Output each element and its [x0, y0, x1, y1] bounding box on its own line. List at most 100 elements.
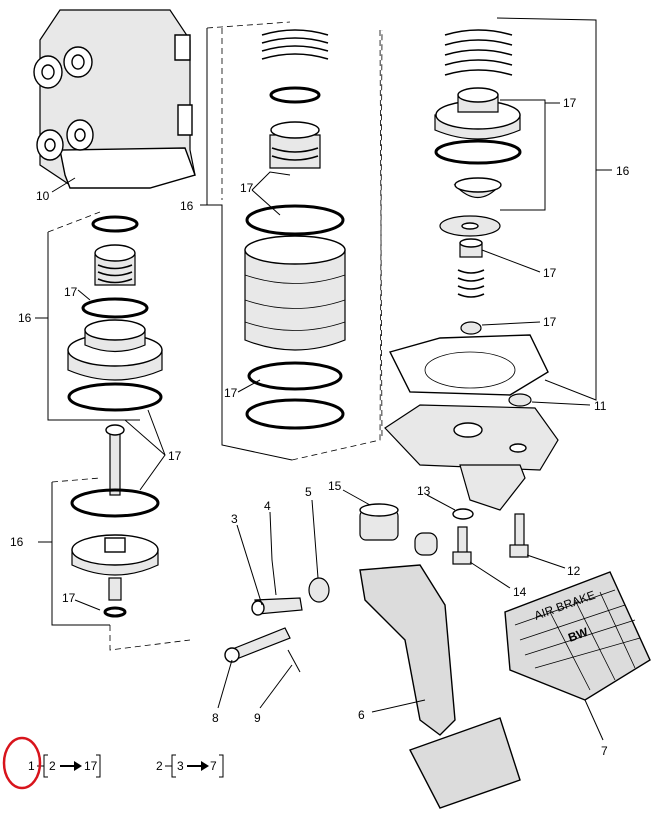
small-cap-top	[459, 238, 483, 248]
pin-3-head	[251, 600, 265, 616]
callout-6: 6	[358, 708, 365, 722]
leader-17	[251, 171, 291, 191]
frame-line	[206, 28, 293, 461]
callout-15: 15	[328, 479, 342, 493]
bolt-12	[514, 513, 525, 550]
group-frames	[35, 17, 612, 651]
frame-line	[496, 17, 597, 401]
mounting-plate-hole	[453, 422, 483, 438]
inner-valve-spring	[271, 147, 319, 161]
legend-from: 3	[177, 759, 184, 773]
cotter-pin-4	[271, 559, 277, 596]
right-piston-hub-top	[457, 87, 499, 103]
leader-17	[251, 189, 281, 216]
roller-15-top	[359, 503, 399, 517]
leader-lines	[51, 99, 604, 741]
pivot-bracket	[459, 464, 526, 511]
legend-parent: 1	[28, 759, 35, 773]
right-stack	[384, 29, 559, 511]
assembly-legend: 1 2 17 2 3 7	[2, 736, 224, 790]
frame-line	[291, 29, 383, 461]
housing-boss	[177, 104, 193, 136]
callout-17: 17	[62, 591, 76, 605]
cotter-pin-9	[287, 649, 301, 673]
legend-bracket	[219, 754, 224, 778]
small-o-ring	[103, 606, 127, 618]
pedal-foot	[409, 717, 521, 809]
piston-grooves	[244, 274, 346, 331]
callout-17: 17	[168, 449, 182, 463]
small-spring	[457, 269, 485, 298]
legend-to: 17	[84, 759, 98, 773]
mounting-plate	[384, 404, 559, 471]
frame-line	[51, 477, 101, 483]
valve-housing-part	[33, 9, 196, 189]
pedal-arm	[359, 564, 456, 736]
leader-5	[311, 499, 319, 579]
washer-hole	[461, 222, 479, 230]
legend-from: 2	[49, 759, 56, 773]
callout-17: 17	[543, 266, 557, 280]
callout-16: 16	[18, 311, 32, 325]
arrow-right-icon	[74, 761, 82, 771]
callout-8: 8	[212, 711, 219, 725]
leader-17	[77, 289, 91, 301]
callout-13: 13	[417, 484, 431, 498]
frame-line	[109, 625, 191, 651]
callout-17: 17	[563, 96, 577, 110]
housing-port-bore	[74, 128, 86, 142]
gasket-opening	[424, 351, 516, 389]
callout-7: 7	[601, 744, 608, 758]
leader-6	[371, 699, 426, 713]
callout-3: 3	[231, 512, 238, 526]
o-ring	[245, 398, 345, 430]
legend-entry-1: 1 2 17	[28, 754, 101, 778]
leader-15	[342, 489, 371, 506]
legend-to: 7	[210, 759, 217, 773]
bracket-17	[500, 99, 546, 211]
o-ring	[434, 139, 522, 165]
pedal-pad	[504, 571, 651, 701]
callout-11: 11	[594, 399, 607, 413]
pedal-linkage: AIR BRAKE BW	[224, 503, 651, 809]
mounting-plate-hole	[509, 443, 527, 453]
housing-port-bore	[41, 64, 55, 80]
legend-bracket	[171, 754, 176, 778]
callout-12: 12	[567, 564, 581, 578]
leader-9	[259, 664, 293, 709]
callout-16: 16	[616, 164, 630, 178]
o-ring	[70, 488, 160, 518]
pin-8-head	[224, 647, 240, 663]
legend-bracket	[43, 754, 48, 778]
main-spring	[261, 29, 329, 60]
left-upper-stack	[67, 215, 163, 412]
leader-8	[217, 659, 233, 709]
leader-13	[426, 494, 456, 511]
o-ring	[67, 382, 163, 412]
lower-piston-stem	[108, 577, 122, 601]
left-lower-stack	[70, 424, 160, 618]
callout-17: 17	[240, 181, 254, 195]
main-piston	[244, 249, 346, 351]
o-ring	[247, 361, 343, 391]
o-ring	[81, 297, 149, 319]
o-ring	[245, 204, 345, 236]
frame-line	[47, 232, 140, 421]
callout-5: 5	[305, 485, 312, 499]
leader-17	[124, 419, 166, 456]
leader-11	[531, 401, 591, 406]
callout-16: 16	[10, 535, 24, 549]
callout-labels: 10 16 17 17 16 17 16 17 17 17 16 17 17 1…	[10, 96, 630, 758]
callout-17: 17	[224, 386, 238, 400]
gasket-plate	[388, 334, 549, 396]
snap-ring	[91, 215, 139, 233]
leader-14	[469, 561, 511, 589]
inner-valve-top	[270, 121, 320, 139]
housing-port-bore	[44, 138, 56, 152]
callout-17: 17	[64, 285, 78, 299]
bolt-12-head	[509, 544, 529, 558]
leader-17	[74, 599, 101, 611]
middle-stack	[244, 29, 346, 430]
